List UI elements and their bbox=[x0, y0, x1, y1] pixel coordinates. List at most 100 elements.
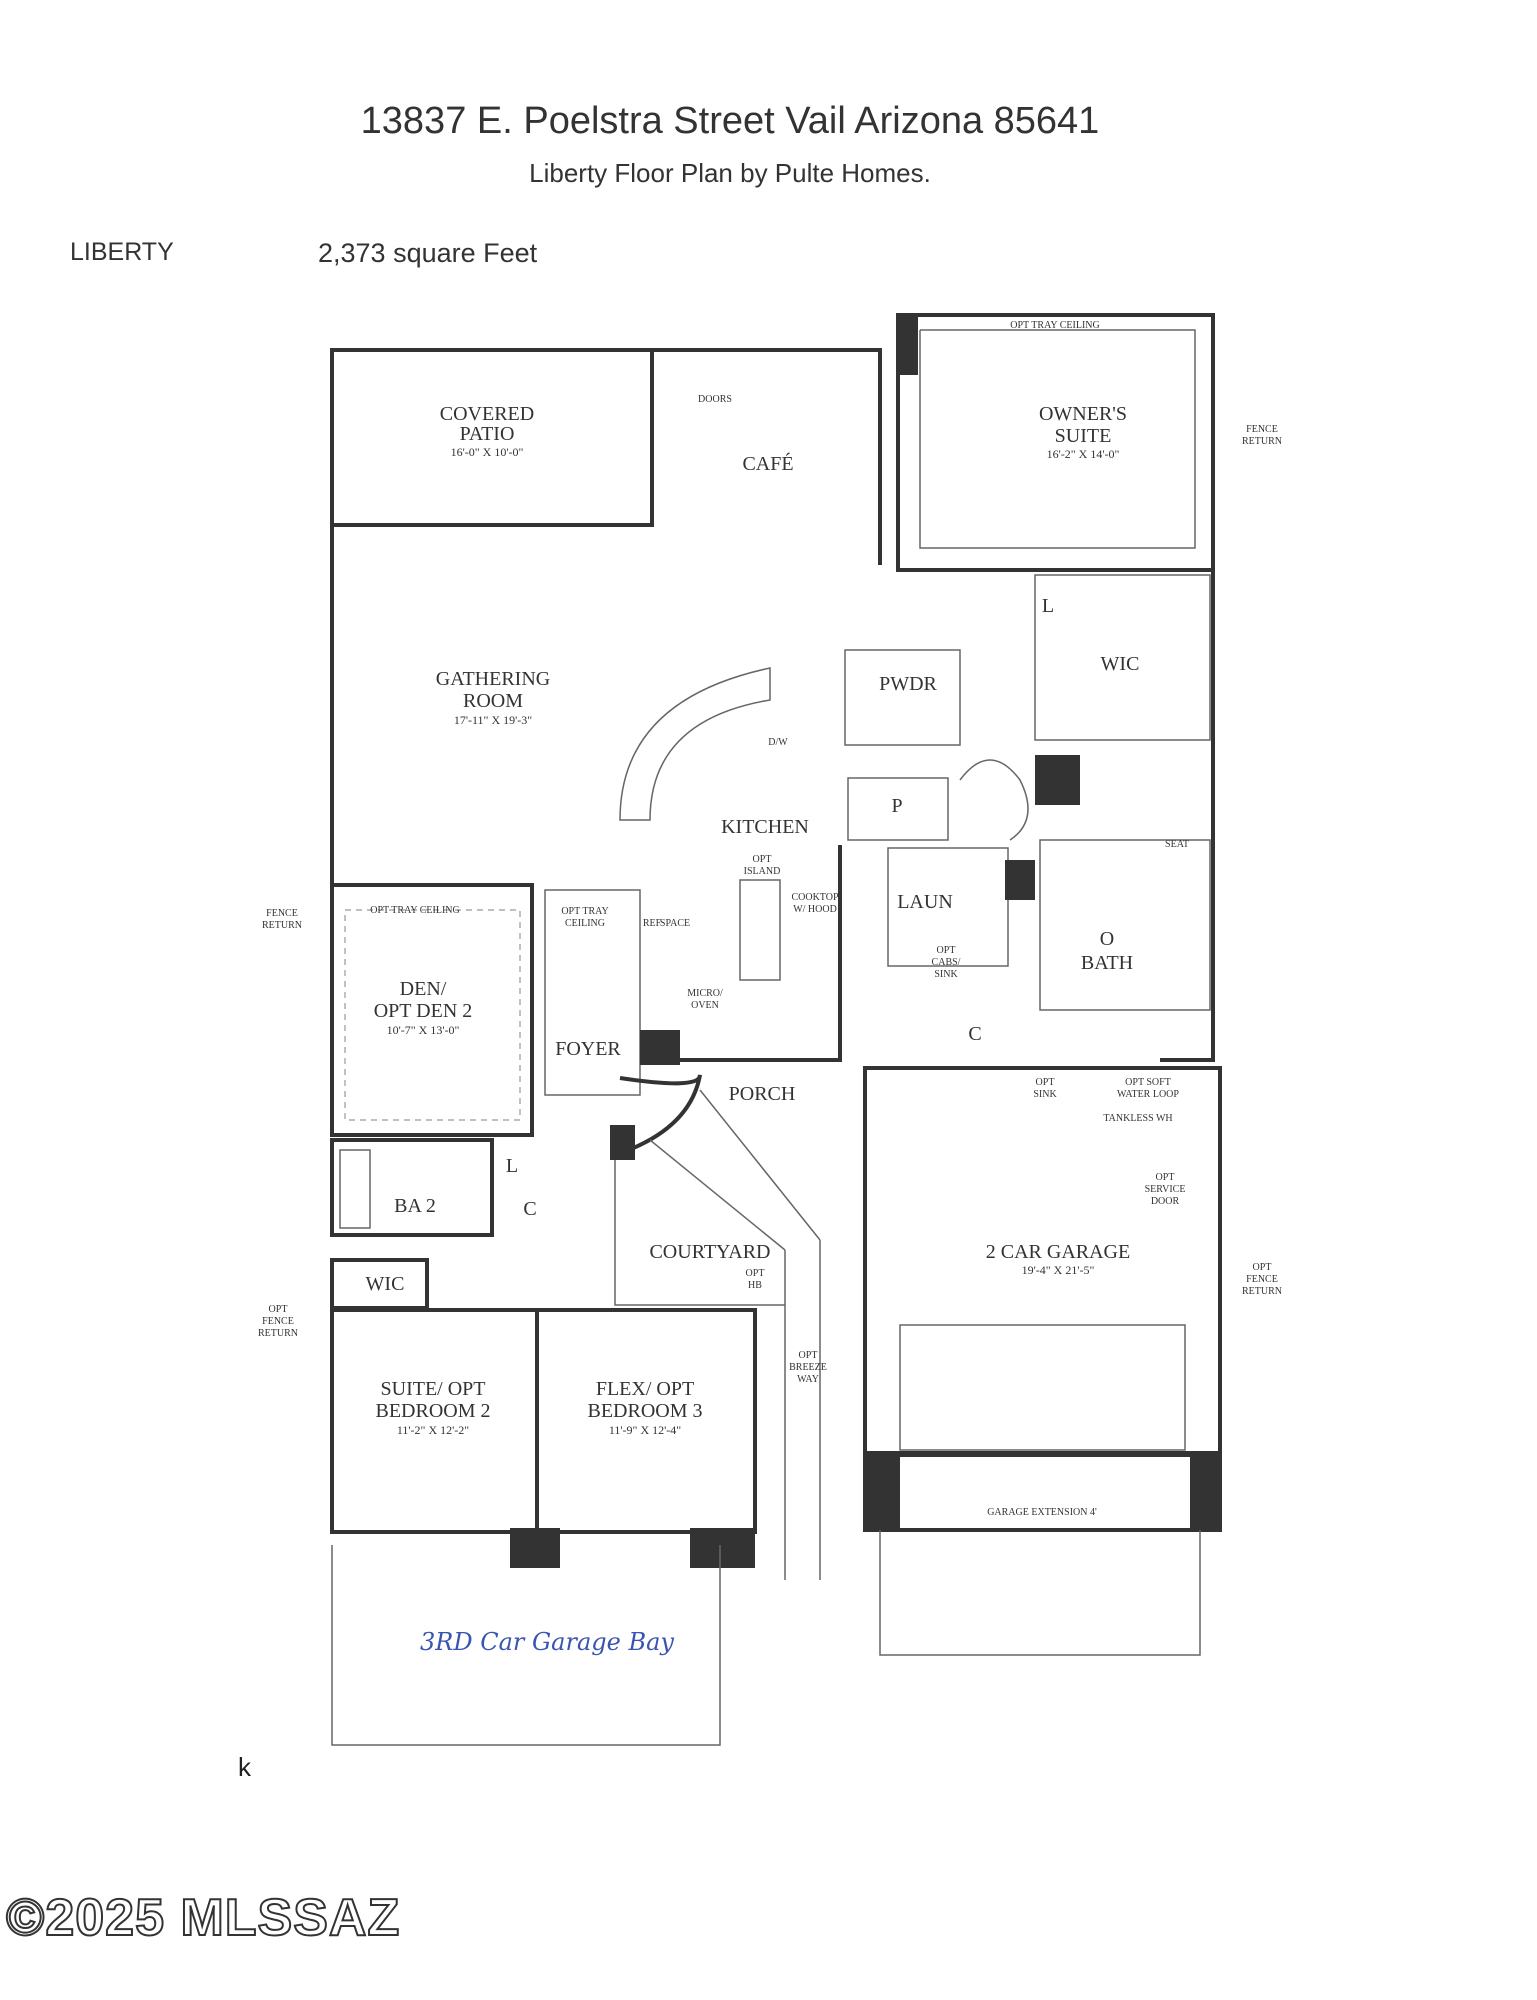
wall-block-2 bbox=[640, 1030, 680, 1065]
wall-ba2 bbox=[330, 1138, 494, 1237]
opt-fence-left-3: RETURN bbox=[258, 1328, 298, 1339]
den-label-1: DEN/ bbox=[400, 978, 447, 1000]
closet-c2-label: C bbox=[523, 1198, 536, 1220]
fence-return-left-2: RETURN bbox=[262, 920, 302, 931]
cafe-label: CAFÉ bbox=[742, 452, 793, 475]
handwritten-note: 3RD Car Garage Bay bbox=[420, 1628, 674, 1656]
foyer-label: FOYER bbox=[555, 1038, 621, 1060]
suite-label-1: SUITE/ OPT bbox=[381, 1378, 486, 1400]
opt-service-2: SERVICE bbox=[1145, 1184, 1186, 1195]
linen-l2-label: L bbox=[506, 1155, 518, 1177]
window-block-2 bbox=[690, 1528, 755, 1568]
walls bbox=[330, 313, 1222, 1746]
doors-note: DOORS bbox=[698, 394, 732, 405]
ba2-label: BA 2 bbox=[394, 1195, 436, 1217]
dw-note: D/W bbox=[768, 737, 788, 748]
laun-box bbox=[887, 847, 1009, 967]
den-label-2: OPT DEN 2 bbox=[374, 1000, 473, 1022]
obath-curve bbox=[959, 759, 1029, 841]
address-title: 13837 E. Poelstra Street Vail Arizona 85… bbox=[360, 100, 1100, 142]
opt-service-3: DOOR bbox=[1151, 1196, 1180, 1207]
space-note: SPACE bbox=[660, 918, 690, 929]
cooktop-2: W/ HOOD bbox=[793, 904, 837, 915]
cooktop-1: COOKTOP bbox=[791, 892, 838, 903]
linen-l1-label: L bbox=[1042, 595, 1054, 617]
pantry-box bbox=[847, 777, 949, 841]
kitchen-label: KITCHEN bbox=[721, 816, 809, 838]
den-dims: 10'-7" X 13'-0" bbox=[387, 1023, 460, 1037]
opt-hb-1: OPT bbox=[746, 1268, 765, 1279]
kitchen-counter-curve bbox=[619, 667, 771, 821]
wall-right bbox=[1160, 570, 1215, 1062]
plan-subtitle: Liberty Floor Plan by Pulte Homes. bbox=[529, 158, 931, 188]
stray-mark: k bbox=[238, 1752, 251, 1782]
fence-return-right-1: FENCE bbox=[1246, 424, 1278, 435]
suite-label-2: BEDROOM 2 bbox=[375, 1400, 490, 1422]
opt-service-1: OPT bbox=[1156, 1172, 1175, 1183]
third-bay-outline bbox=[331, 1545, 721, 1746]
owners-tray-ceiling bbox=[919, 329, 1196, 549]
opt-island-1: OPT bbox=[753, 854, 772, 865]
pwdr-label: PWDR bbox=[879, 673, 937, 695]
closet-c1-label: C bbox=[968, 1023, 981, 1045]
wall-block-1 bbox=[898, 315, 918, 375]
flex-label-2: BEDROOM 3 bbox=[587, 1400, 702, 1422]
owners-suite-label-2: SUITE bbox=[1055, 425, 1112, 447]
breezeway-line-1 bbox=[699, 1089, 821, 1241]
opt-cabs-2: CABS/ bbox=[932, 957, 961, 968]
obath-label-2: BATH bbox=[1081, 952, 1133, 974]
flex-label-1: FLEX/ OPT bbox=[596, 1378, 694, 1400]
gathering-room-label-1: GATHERING bbox=[436, 668, 550, 690]
opt-breeze-1: OPT bbox=[799, 1350, 818, 1361]
garage-label: 2 CAR GARAGE bbox=[986, 1241, 1130, 1263]
wall-kitchen-bottom bbox=[640, 845, 842, 1062]
gathering-room-label-2: ROOM bbox=[463, 690, 523, 712]
opt-sink-2: SINK bbox=[1033, 1089, 1057, 1100]
opt-fence-right-2: FENCE bbox=[1246, 1274, 1278, 1285]
annotations: OPT TRAY CEILING OPT TRAY CEILING OPT TR… bbox=[258, 320, 1282, 1656]
garage-extension-note: GARAGE EXTENSION 4' bbox=[987, 1507, 1097, 1518]
wall-block-5 bbox=[1005, 860, 1035, 900]
wall-garage-extension bbox=[863, 1453, 1222, 1532]
ref-note: REF bbox=[643, 918, 662, 929]
foyer-box bbox=[544, 889, 641, 1096]
ba2-tub bbox=[339, 1149, 371, 1229]
pantry-label: P bbox=[891, 795, 902, 817]
kitchen-island bbox=[739, 879, 781, 981]
opt-fence-right-3: RETURN bbox=[1242, 1286, 1282, 1297]
fence-return-left-1: FENCE bbox=[266, 908, 298, 919]
wic-owner-box bbox=[1034, 574, 1211, 741]
micro-1: MICRO/ bbox=[687, 988, 723, 999]
den-tray-ceiling-note: OPT TRAY CEILING bbox=[370, 905, 459, 916]
garage-dims: 19'-4" X 21'-5" bbox=[1022, 1263, 1095, 1277]
opt-soft-2: WATER LOOP bbox=[1117, 1089, 1179, 1100]
den-tray-ceiling bbox=[344, 909, 521, 1121]
opt-fence-right-1: OPT bbox=[1253, 1262, 1272, 1273]
opt-fence-left-1: OPT bbox=[269, 1304, 288, 1315]
plan-name: LIBERTY bbox=[70, 238, 174, 266]
opt-breeze-3: WAY bbox=[797, 1374, 819, 1385]
flex-dims: 11'-9" X 12'-4" bbox=[609, 1423, 681, 1437]
opt-sink-1: OPT bbox=[1036, 1077, 1055, 1088]
tankless-note: TANKLESS WH bbox=[1103, 1113, 1172, 1124]
porch-label: PORCH bbox=[729, 1083, 796, 1105]
copyright-watermark: ©2025 MLSSAZ bbox=[5, 1888, 401, 1948]
garage-door bbox=[899, 1324, 1186, 1451]
wall-den bbox=[330, 883, 534, 1137]
pwdr-box bbox=[844, 649, 961, 746]
micro-2: OVEN bbox=[691, 1000, 719, 1011]
opt-cabs-1: OPT bbox=[937, 945, 956, 956]
suite-dims: 11'-2" X 12'-2" bbox=[397, 1423, 469, 1437]
seat-note: SEAT bbox=[1165, 839, 1189, 850]
courtyard-label: COURTYARD bbox=[649, 1241, 770, 1263]
breezeway-line-2 bbox=[649, 1139, 786, 1251]
wall-cafe bbox=[652, 348, 882, 565]
fence-return-right-2: RETURN bbox=[1242, 436, 1282, 447]
laun-label: LAUN bbox=[897, 891, 953, 913]
driveway-outline bbox=[879, 1530, 1201, 1656]
wall-owners-suite bbox=[896, 313, 1215, 572]
garage-ext-post-left bbox=[865, 1455, 900, 1530]
covered-patio-dims: 16'-0" X 10'-0" bbox=[451, 445, 524, 459]
opt-breeze-2: BREEZE bbox=[789, 1362, 827, 1373]
